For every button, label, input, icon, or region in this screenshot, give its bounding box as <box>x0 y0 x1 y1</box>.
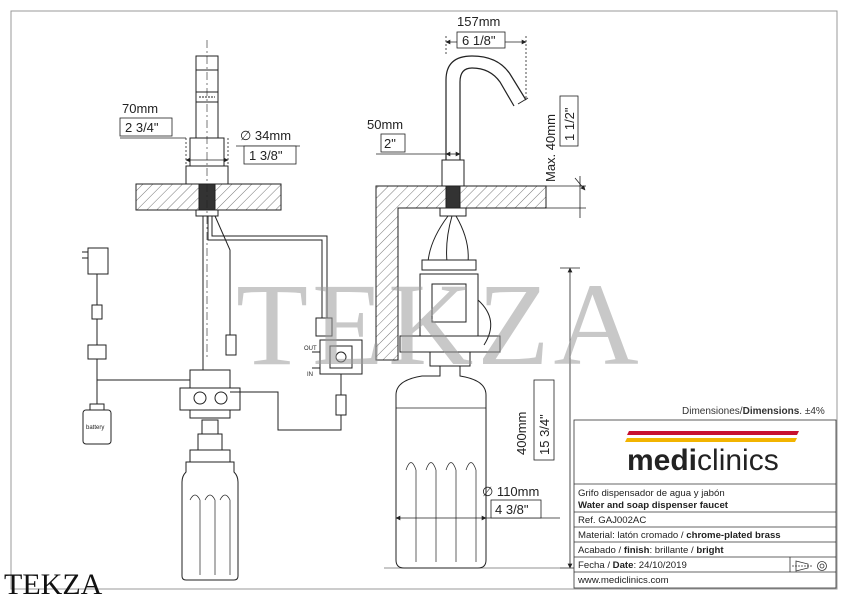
sheet-frame <box>10 10 838 590</box>
max-thickness-mm: Max. 40mm <box>543 114 558 182</box>
label-battery: battery <box>86 425 104 431</box>
brand-stripe-red <box>627 431 799 435</box>
date: Fecha / Date: 24/10/2019 <box>578 560 687 571</box>
finish: Acabado / finish: brillante / bright <box>578 545 724 556</box>
spout-reach-in: 6 1/8" <box>462 33 496 48</box>
projection-symbol-icon <box>792 560 827 572</box>
height-in: 15 3/4" <box>537 414 552 455</box>
brand-logo: mediclinics <box>627 444 779 477</box>
hole-in: 2" <box>384 136 396 151</box>
label-out: OUT <box>304 346 317 352</box>
diameter-in: 1 3/8" <box>249 148 283 163</box>
diameter-mm: ∅ 34mm <box>240 128 291 143</box>
right-dimensions <box>376 31 586 569</box>
brand-stripe-yellow <box>625 438 797 442</box>
body-width-mm: 70mm <box>122 101 158 116</box>
body-width-in: 2 3/4" <box>125 120 159 135</box>
max-thickness-in: 1 1/2" <box>562 107 577 141</box>
title-block <box>573 419 837 589</box>
power-adapter <box>87 247 109 275</box>
description-es: Grifo dispensador de agua y jabón <box>578 488 725 499</box>
label-in: IN <box>307 372 313 378</box>
spout <box>445 55 527 186</box>
description-en: Water and soap dispenser faucet <box>578 500 729 511</box>
website: www.mediclinics.com <box>577 575 669 586</box>
left-bottle <box>181 461 239 581</box>
dimension-note: Dimensiones/Dimensions. ±4% <box>682 406 825 417</box>
reference: Ref. GAJ002AC <box>578 515 646 526</box>
bottle-dia-mm: ∅ 110mm <box>482 484 539 499</box>
height-mm: 400mm <box>514 412 529 455</box>
left-dimensions <box>119 117 300 166</box>
watermark: TEKZA <box>236 259 643 390</box>
corner-logo: TEKZA <box>4 568 103 600</box>
hole-mm: 50mm <box>367 117 403 132</box>
side-bottle <box>395 365 487 569</box>
material: Material: latón cromado / chrome-plated … <box>578 530 781 541</box>
bottle-dia-in: 4 3/8" <box>495 502 529 517</box>
spout-reach-mm: 157mm <box>457 14 500 29</box>
